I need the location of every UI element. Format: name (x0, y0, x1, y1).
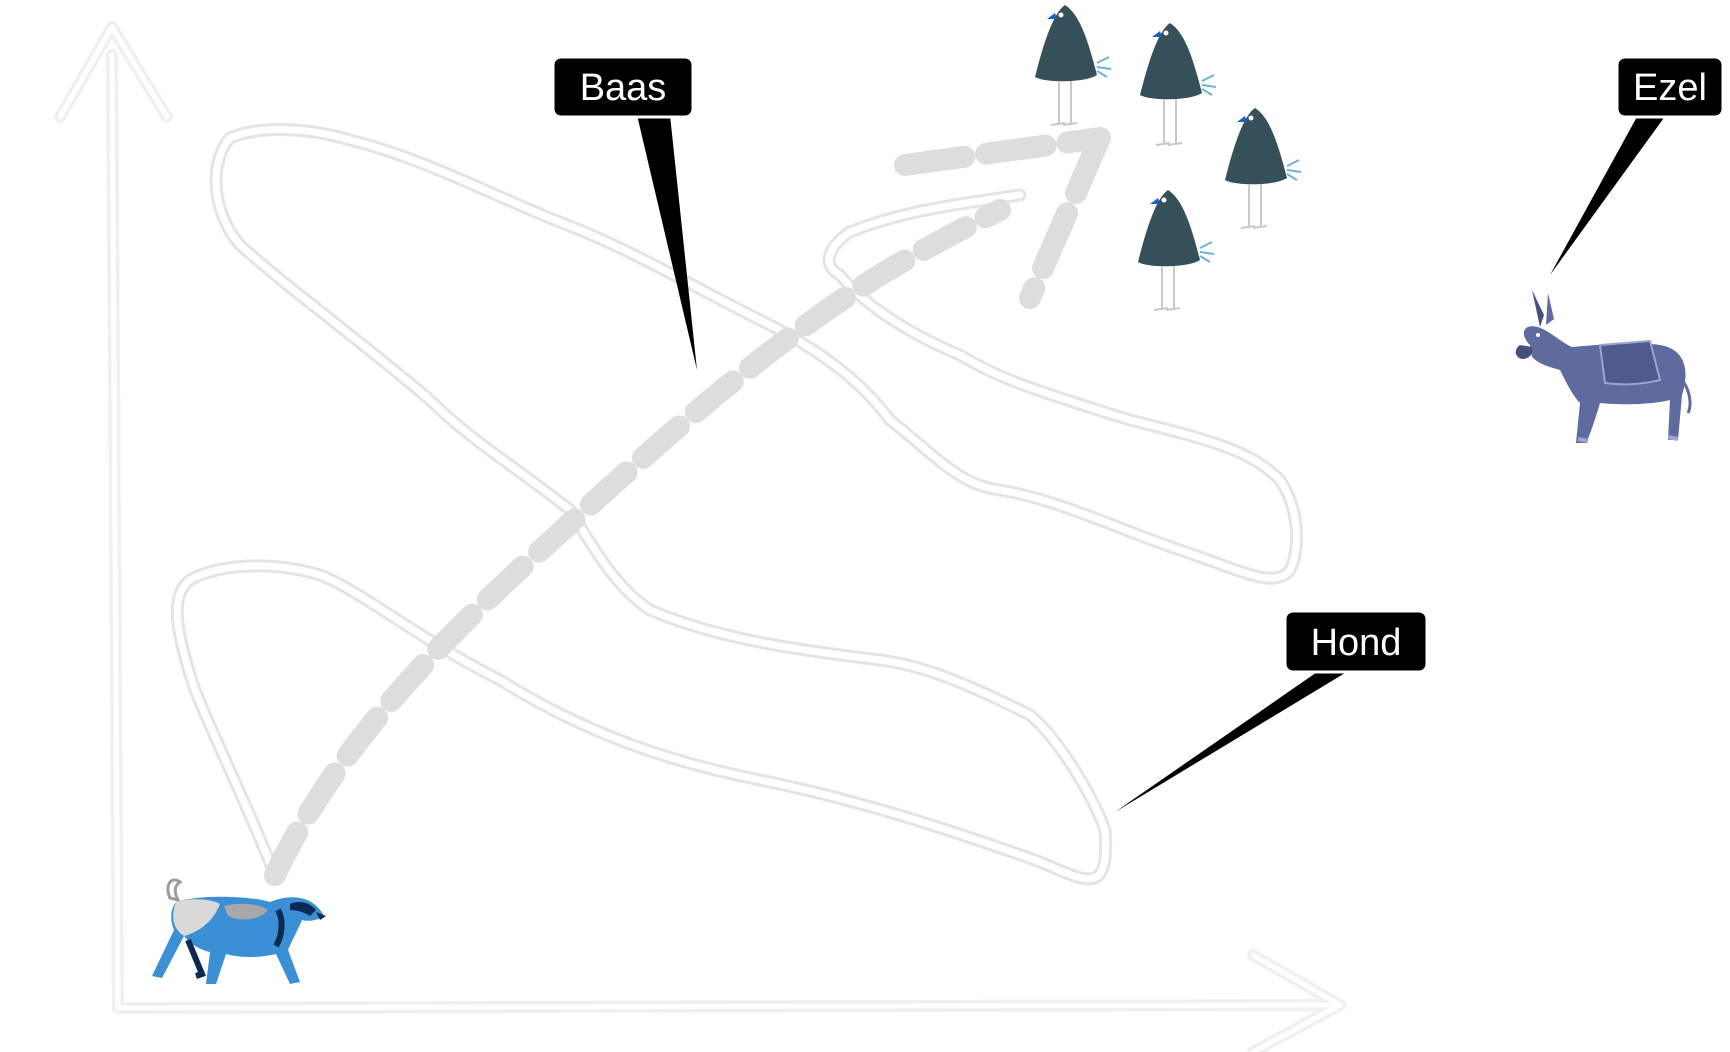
callout-baas: Baas (551, 55, 697, 370)
axes (54, 21, 1346, 1052)
callout-baas-box (551, 55, 695, 119)
dashed-arrow-head-side (1019, 127, 1111, 309)
dashed-direction-arrow (264, 127, 1111, 886)
callout-baas-label: Baas (580, 67, 667, 109)
callout-ezel-pointer (1550, 115, 1666, 275)
bird-icon (1225, 108, 1302, 229)
callout-hond-pointer (1115, 670, 1350, 812)
donkey-icon (1515, 290, 1692, 443)
dashed-arrow-shaft (264, 199, 1011, 886)
callout-hond: Hond (1115, 609, 1429, 812)
dashed-arrow-head-top (894, 127, 1111, 176)
callout-hond-label: Hond (1311, 622, 1402, 664)
callout-ezel-box (1615, 55, 1725, 119)
bird-icon (1035, 5, 1112, 126)
bird-icon (1138, 190, 1215, 311)
callout-baas-pointer (637, 115, 697, 370)
callout-hond-box (1283, 609, 1429, 674)
callout-ezel: Ezel (1550, 55, 1725, 275)
wandering-path (170, 123, 1304, 886)
bird-flock (1035, 5, 1302, 311)
dog-icon (152, 878, 326, 984)
callout-ezel-label: Ezel (1633, 67, 1707, 109)
bird-icon (1140, 23, 1217, 146)
